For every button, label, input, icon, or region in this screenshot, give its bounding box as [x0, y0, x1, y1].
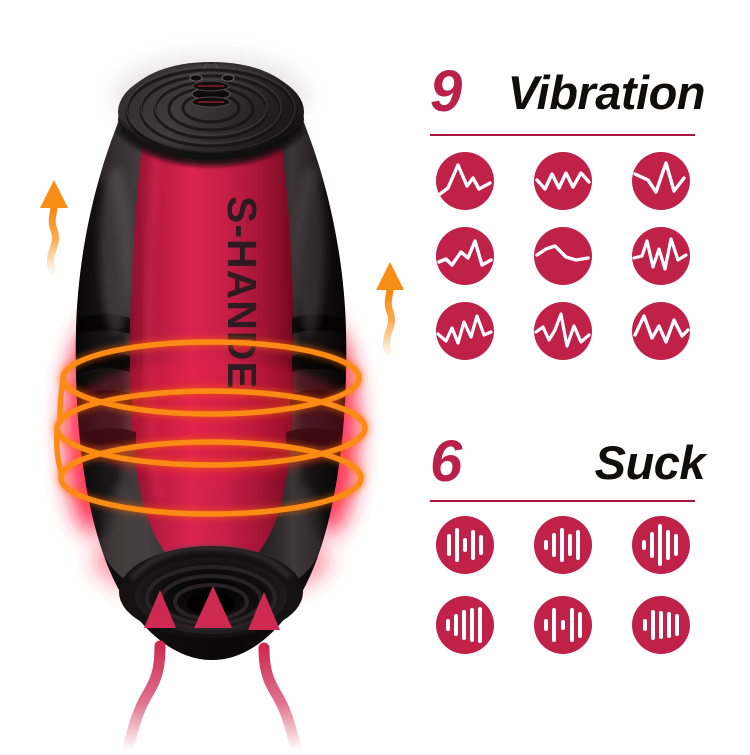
suck-mode-1[interactable]: [436, 516, 494, 574]
suck-feature-block: 6 Suck: [420, 428, 750, 654]
bars-tall-icon: [642, 524, 678, 566]
suck-mode-5[interactable]: [534, 596, 592, 654]
vibration-mode-grid: [436, 152, 690, 360]
waveform-rise-icon: [437, 239, 493, 267]
svg-text:S-HANDE: S-HANDE: [219, 196, 265, 390]
vibration-mode-2[interactable]: [534, 152, 592, 210]
suck-mode-2[interactable]: [534, 516, 592, 574]
product-stage: S-HANDE: [40, 56, 404, 755]
product-illustration: S-HANDE: [40, 56, 404, 755]
waveform-double-icon: [633, 314, 690, 344]
vibration-rings: [53, 338, 369, 518]
vibration-title: Vibration: [507, 66, 706, 119]
vibration-divider: [430, 134, 695, 136]
vibration-mode-6[interactable]: [632, 227, 690, 285]
bars-fade-icon: [643, 610, 679, 640]
control-buttons[interactable]: [189, 74, 235, 108]
vibration-mode-5[interactable]: [534, 227, 592, 285]
product-image-panel: S-HANDE: [40, 56, 404, 755]
waveform-burst-icon: [632, 237, 688, 271]
bars-level-icon: [447, 528, 483, 562]
waveform-wave-icon: [535, 244, 590, 262]
vibration-count: 9: [430, 59, 462, 124]
bars-ramp-icon: [544, 528, 580, 562]
waveform-zigzag-icon: [535, 171, 591, 191]
vibration-mode-4[interactable]: [436, 227, 494, 285]
vibration-mode-9[interactable]: [632, 302, 690, 360]
vibration-mode-1[interactable]: [436, 152, 494, 210]
waveform-peak-icon: [438, 163, 492, 196]
suction-arrows: [122, 586, 302, 755]
suck-mode-grid: [436, 516, 690, 654]
suck-mode-3[interactable]: [632, 516, 690, 574]
waveform-spike-icon: [633, 161, 686, 194]
heat-arrow-left: [40, 180, 68, 274]
feature-list-panel: 9 Vibration: [420, 0, 750, 750]
brand-logo: S-HANDE: [219, 196, 265, 390]
vibration-heading: 9 Vibration: [430, 58, 706, 130]
suck-heading: 6 Suck: [430, 428, 706, 500]
bars-step-icon: [446, 607, 482, 643]
suck-mode-4[interactable]: [436, 596, 494, 654]
waveform-sharp-icon: [534, 312, 591, 348]
suck-mode-6[interactable]: [632, 596, 690, 654]
waveform-pulse-icon: [436, 314, 493, 345]
heat-arrow-right: [376, 262, 404, 356]
suck-divider: [430, 500, 695, 502]
vibration-mode-3[interactable]: [632, 152, 690, 210]
device-cap: [118, 62, 304, 166]
suck-count: 6: [430, 429, 462, 494]
vibration-mode-7[interactable]: [436, 302, 494, 360]
suck-title: Suck: [594, 436, 706, 489]
bars-split-icon: [544, 608, 582, 642]
vibration-mode-8[interactable]: [534, 302, 592, 360]
vibration-feature-block: 9 Vibration: [420, 58, 750, 360]
